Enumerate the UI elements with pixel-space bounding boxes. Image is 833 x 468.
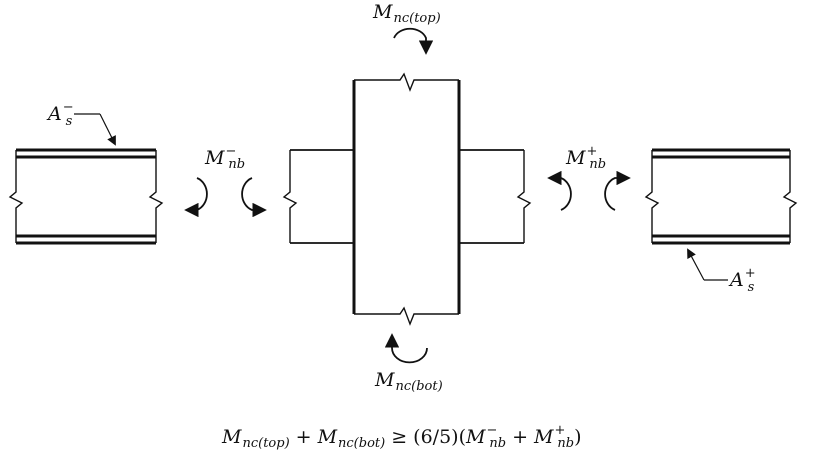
left-beam: [8, 148, 164, 245]
column: [352, 72, 461, 326]
left-beam-break-left: [8, 150, 24, 243]
right-beam-break-right: [782, 150, 798, 243]
right-beam-stub: [459, 149, 532, 244]
design-equation: Mnc(top)+Mnc(bot)≥ (6/5)(M−nb+M+nb): [221, 423, 581, 451]
m-nc-top-arrow: [393, 27, 434, 55]
as-neg-label: A−s: [46, 100, 74, 129]
m-nc-bot-label: Mnc(bot): [374, 369, 443, 394]
right-beam: [644, 148, 798, 245]
m-nc-bot-arrow: [384, 333, 428, 364]
left-beam-stub: [282, 149, 354, 244]
as-pos-label: A+s: [728, 266, 756, 295]
right-beam-break-left: [644, 150, 660, 243]
m-nb-pos-arrow-left: [547, 170, 572, 211]
m-nb-neg-label: M−nb: [204, 144, 245, 172]
as-neg-leader: [74, 113, 116, 146]
m-nb-pos-arrow-right: [604, 170, 631, 211]
m-nc-top-label: Mnc(top): [372, 1, 441, 26]
column-break-bottom: [354, 306, 459, 326]
m-nb-neg-arrow-left: [184, 177, 208, 218]
column-break-top: [354, 72, 459, 92]
m-nb-neg-arrow-right: [241, 177, 267, 218]
as-pos-leader: [687, 248, 728, 281]
m-nb-pos-label: M+nb: [565, 144, 606, 172]
left-beam-break-right: [148, 150, 164, 243]
